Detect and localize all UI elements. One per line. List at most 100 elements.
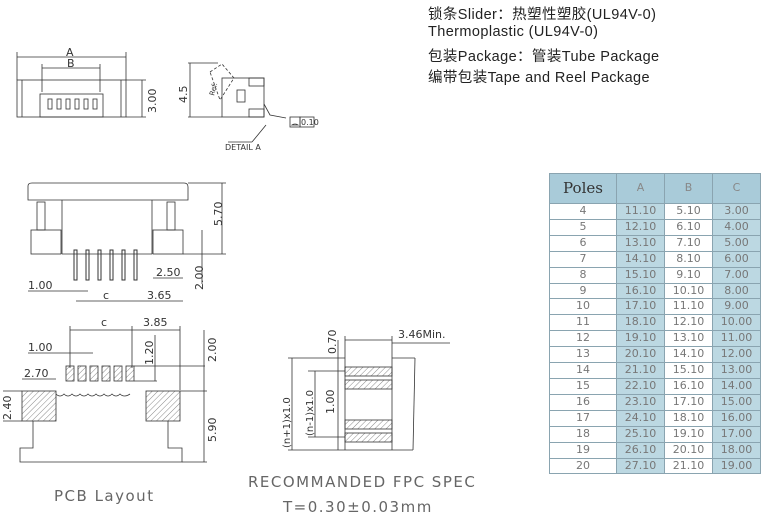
pcb-layout: c 3.85 1.00 1.20 2.00 2.70 2.40 5.90 PCB… bbox=[1, 316, 219, 505]
cell-poles: 7 bbox=[549, 250, 617, 268]
spec-thermoplastic: Thermoplastic (UL94V-0) bbox=[428, 24, 599, 40]
cell-b: 20.10 bbox=[664, 441, 713, 459]
cell-a: 16.10 bbox=[616, 282, 665, 300]
pcb-side-label: 3.85 bbox=[143, 316, 168, 329]
cell-b: 13.10 bbox=[664, 330, 713, 348]
dim-b-label: B bbox=[67, 57, 75, 70]
edge-label: 2.50 bbox=[156, 266, 181, 279]
side-view: 4.5 Ref. DETAIL A 0.10 bbox=[177, 62, 319, 152]
pcb-pad-width-label: 2.70 bbox=[24, 367, 49, 380]
span-c-label: c bbox=[103, 289, 109, 302]
pcb-pad-length-label: 1.20 bbox=[143, 341, 156, 366]
cell-c: 10.00 bbox=[712, 314, 761, 332]
cell-c: 15.00 bbox=[712, 393, 761, 411]
cell-a: 15.10 bbox=[616, 266, 665, 284]
cell-a: 26.10 bbox=[616, 441, 665, 459]
cell-poles: 11 bbox=[549, 314, 617, 332]
cell-b: 10.10 bbox=[664, 282, 713, 300]
fpc-thickness: T=0.30±0.03mm bbox=[282, 498, 433, 516]
cell-a: 19.10 bbox=[616, 330, 665, 348]
cell-c: 16.00 bbox=[712, 409, 761, 427]
cell-a: 21.10 bbox=[616, 362, 665, 379]
cell-b: 6.10 bbox=[664, 218, 713, 236]
cell-a: 27.10 bbox=[616, 457, 665, 475]
cell-a: 20.10 bbox=[616, 346, 665, 364]
cell-a: 25.10 bbox=[616, 425, 665, 443]
pcb-depth-label: 5.90 bbox=[206, 418, 219, 443]
flatness-tolerance: 0.10 bbox=[301, 118, 319, 127]
cell-b: 9.10 bbox=[664, 266, 713, 284]
front-view: A B 3.00 bbox=[16, 46, 159, 118]
cell-c: 19.00 bbox=[712, 457, 761, 475]
cell-a: 24.10 bbox=[616, 409, 665, 427]
cell-a: 17.10 bbox=[616, 298, 665, 316]
cell-poles: 6 bbox=[549, 234, 617, 252]
cell-poles: 19 bbox=[549, 441, 617, 459]
pin-length-label: 2.00 bbox=[193, 266, 206, 291]
fpc-tip-label: 0.70 bbox=[326, 330, 339, 355]
cell-b: 19.10 bbox=[664, 425, 713, 443]
cell-b: 15.10 bbox=[664, 362, 713, 379]
fpc-spec-title: RECOMMANDED FPC SPEC bbox=[248, 473, 476, 491]
cell-poles: 9 bbox=[549, 282, 617, 300]
pcb-pitch-label: 1.00 bbox=[28, 341, 53, 354]
cell-a: 12.10 bbox=[616, 218, 665, 236]
cell-c: 7.00 bbox=[712, 266, 761, 284]
header-c: C bbox=[712, 173, 761, 204]
pcb-pad-height-label: 2.40 bbox=[1, 396, 14, 421]
spec-slider-material: 锁条Slider：热塑性塑胶(UL94V-0) bbox=[428, 7, 657, 23]
cell-poles: 14 bbox=[549, 362, 617, 379]
cell-a: 11.10 bbox=[616, 203, 665, 220]
cell-poles: 18 bbox=[549, 425, 617, 443]
cell-a: 14.10 bbox=[616, 250, 665, 268]
side-height-label: 4.5 bbox=[177, 86, 190, 104]
cell-c: 14.00 bbox=[712, 377, 761, 395]
cell-poles: 8 bbox=[549, 266, 617, 284]
pcb-span-c-label: c bbox=[101, 316, 107, 329]
detail-a-label: DETAIL A bbox=[225, 143, 261, 152]
cell-poles: 4 bbox=[549, 203, 617, 220]
cell-c: 5.00 bbox=[712, 234, 761, 252]
cell-b: 21.10 bbox=[664, 457, 713, 475]
cell-b: 11.10 bbox=[664, 298, 713, 316]
cell-b: 18.10 bbox=[664, 409, 713, 427]
cell-b: 5.10 bbox=[664, 203, 713, 220]
ref-label: Ref. bbox=[208, 82, 219, 97]
cell-poles: 15 bbox=[549, 377, 617, 395]
cell-poles: 16 bbox=[549, 393, 617, 411]
fpc-min-length-label: 3.46Min. bbox=[398, 328, 446, 341]
cell-c: 18.00 bbox=[712, 441, 761, 459]
pcb-layout-title: PCB Layout bbox=[54, 487, 155, 505]
bottom-height-label: 5.70 bbox=[212, 202, 225, 227]
fpc-outer-label: (n+1)x1.0 bbox=[282, 397, 293, 448]
cell-c: 9.00 bbox=[712, 298, 761, 316]
cell-c: 8.00 bbox=[712, 282, 761, 300]
cell-c: 11.00 bbox=[712, 330, 761, 348]
cell-poles: 17 bbox=[549, 409, 617, 427]
technical-drawing: A B 3.00 4.5 Ref. DETAIL A 0.10 bbox=[1, 46, 476, 516]
side-label: 3.65 bbox=[147, 289, 172, 302]
cell-b: 17.10 bbox=[664, 393, 713, 411]
cell-c: 6.00 bbox=[712, 250, 761, 268]
pitch-label: 1.00 bbox=[28, 279, 53, 292]
cell-poles: 20 bbox=[549, 457, 617, 475]
fpc-inner-label: (n-1)x1.0 bbox=[305, 390, 316, 436]
cell-poles: 12 bbox=[549, 330, 617, 348]
header-poles: Poles bbox=[549, 173, 617, 204]
header-a: A bbox=[616, 173, 665, 204]
